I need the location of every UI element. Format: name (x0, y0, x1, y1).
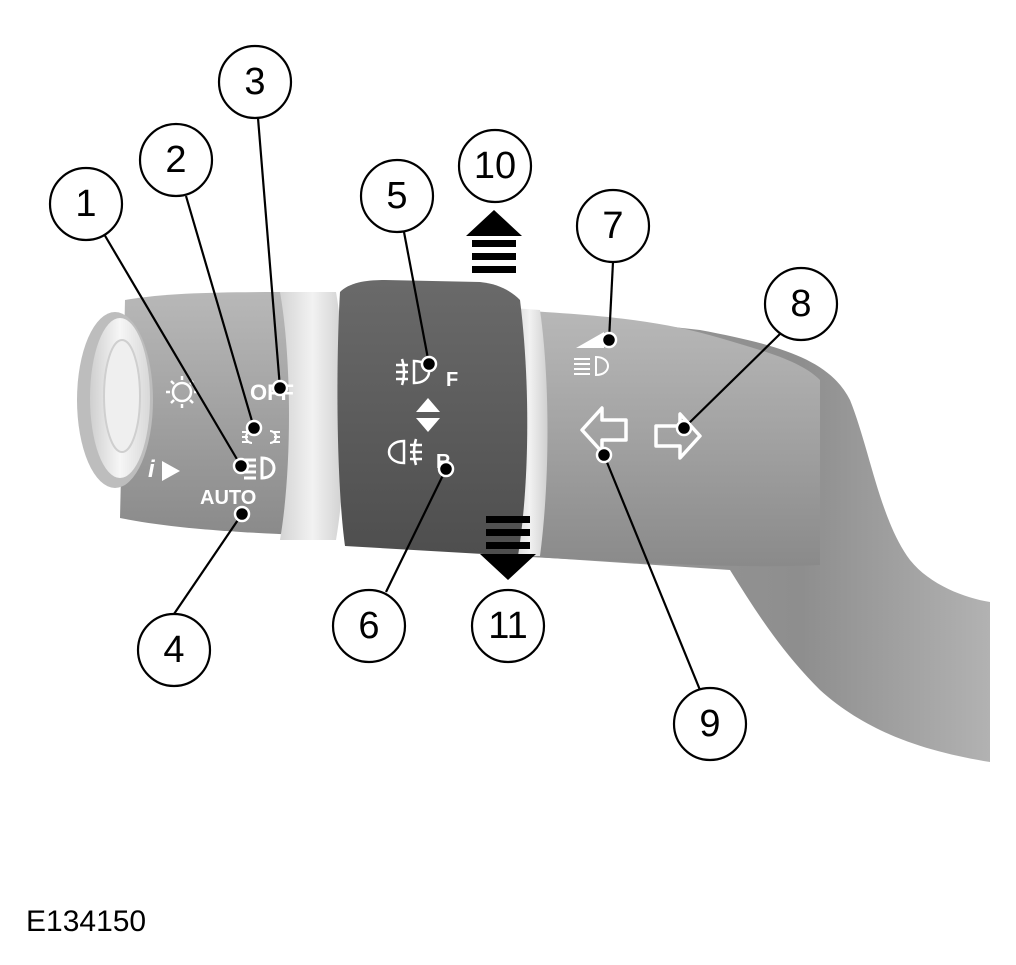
main-beam-pointer (576, 332, 604, 348)
info-arrow-icon: i (148, 456, 180, 483)
figure-reference-code: E134150 (26, 905, 147, 938)
auto-label: AUTO (200, 487, 256, 509)
off-label: OFF (250, 380, 294, 405)
rear-fog-lamp-icon (387, 438, 422, 466)
front-fog-lamp-icon (396, 358, 431, 386)
callout-2: 2 (138, 122, 214, 198)
callout-8: 8 (763, 266, 839, 342)
leader-lines (103, 117, 783, 691)
callout-number: 4 (163, 629, 184, 671)
sun-icon (166, 376, 198, 408)
callout-4: 4 (136, 612, 212, 688)
callout-number: 7 (602, 205, 623, 247)
callout-number: 10 (474, 145, 516, 187)
callout-number: 6 (358, 605, 379, 647)
callout-number: 8 (790, 283, 811, 325)
callout-number: 3 (244, 61, 265, 103)
down-triple-arrow-icon (480, 516, 536, 580)
main-beam-icon (574, 355, 609, 377)
callout-number: 5 (386, 175, 407, 217)
callout-number: 9 (699, 703, 720, 745)
lever-end-cap (77, 312, 153, 488)
callout-number: 2 (165, 139, 186, 181)
up-down-arrows-icon (416, 398, 440, 432)
right-turn-arrow-icon (654, 412, 702, 460)
callout-3: 3 (217, 44, 293, 120)
callout-number: 11 (488, 605, 527, 647)
callout-7: 7 (575, 188, 651, 264)
up-triple-arrow-icon (466, 210, 522, 273)
callout-number: 1 (75, 183, 96, 225)
svg-text:i: i (148, 456, 156, 483)
callout-6: 6 (331, 588, 407, 664)
callout-5: 5 (359, 158, 435, 234)
anchor-dots (232, 331, 693, 523)
callout-1: 1 (48, 166, 124, 242)
callout-10: 10 (457, 128, 533, 204)
front-fog-letter: F (446, 369, 458, 391)
callout-11: 11 (470, 588, 546, 664)
inner-ring (280, 292, 345, 540)
callout-9: 9 (672, 686, 748, 762)
